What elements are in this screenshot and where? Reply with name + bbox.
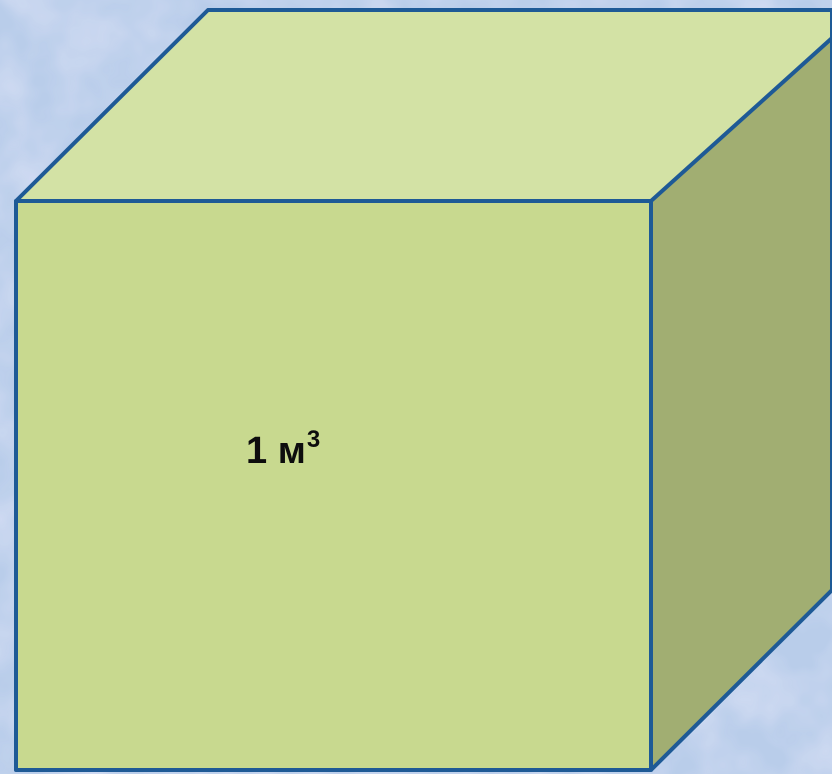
volume-label: 1 м3	[246, 432, 320, 470]
volume-value: 1 м	[246, 430, 306, 472]
volume-exponent: 3	[307, 426, 320, 453]
cube-front-face	[16, 201, 651, 770]
